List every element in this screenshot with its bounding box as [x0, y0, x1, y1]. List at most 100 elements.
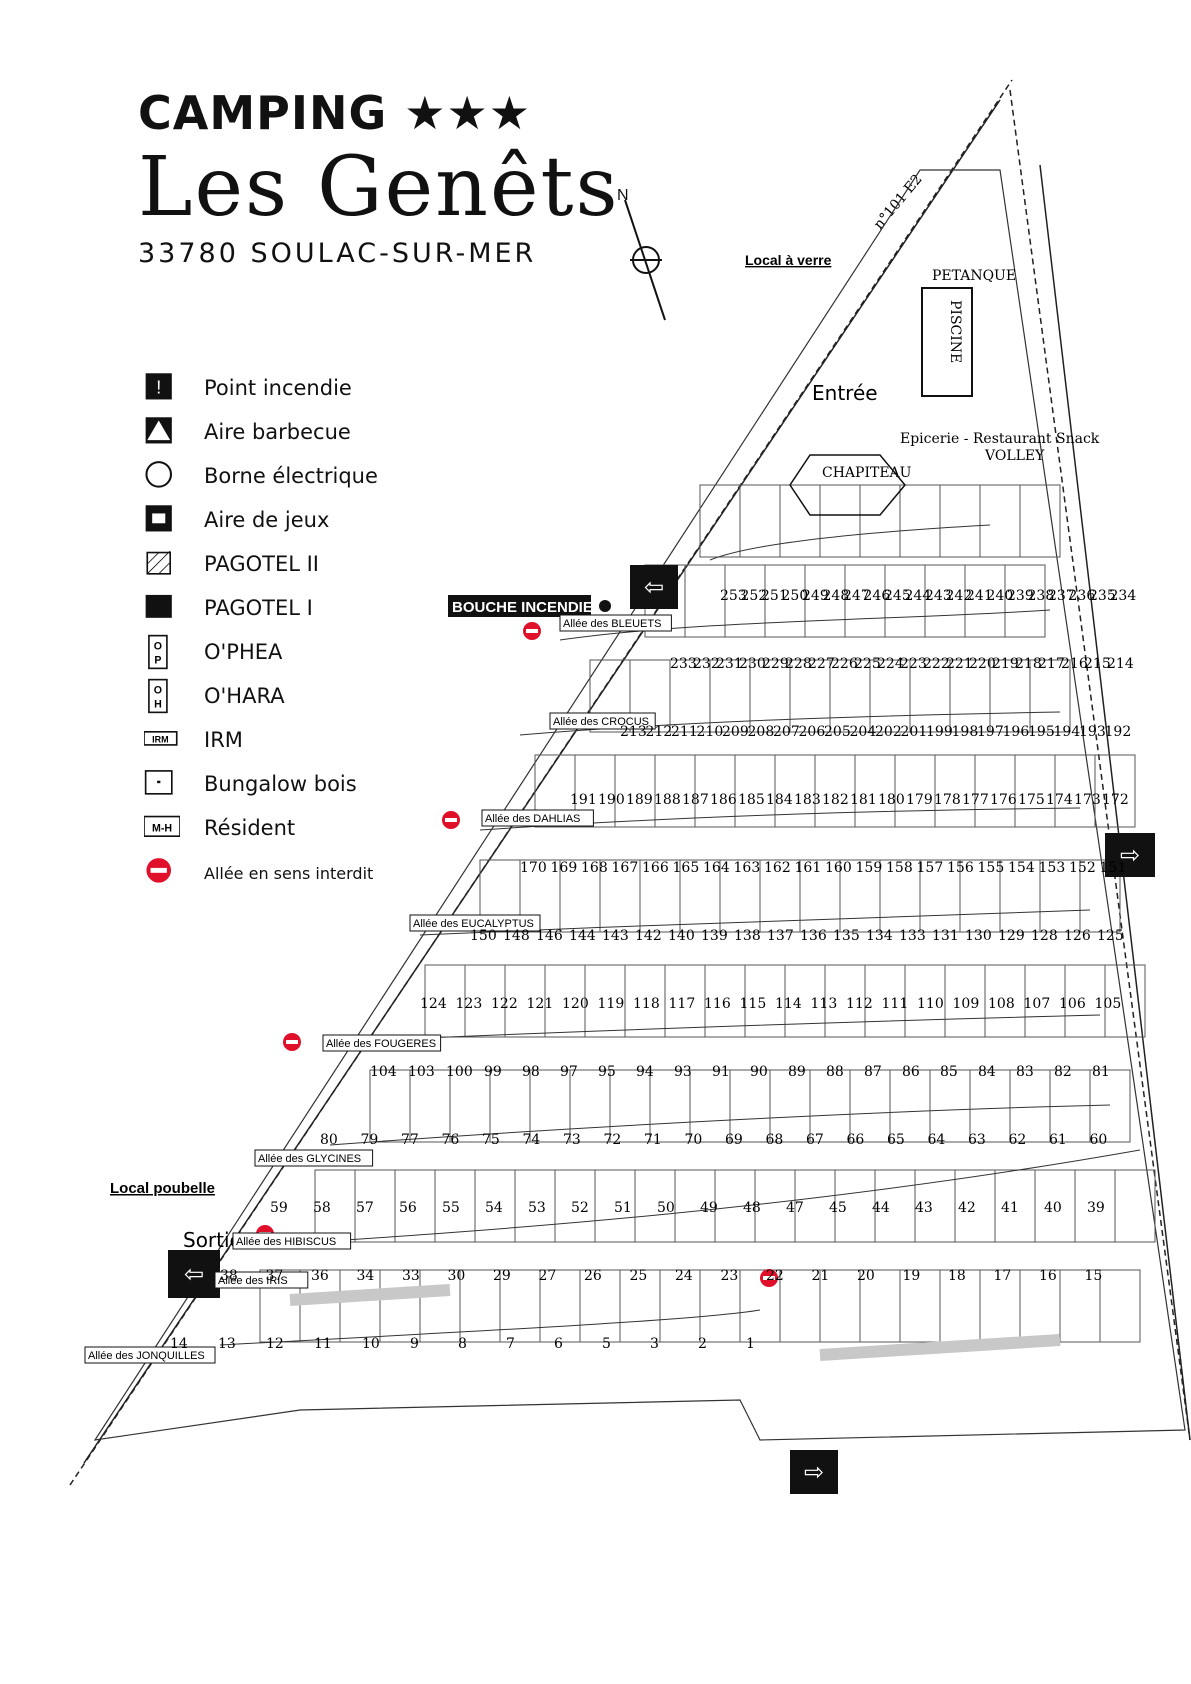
lot-number: 115 — [740, 996, 767, 1012]
lot-number: 10 — [362, 1336, 380, 1352]
allee-box — [559, 614, 672, 632]
volley-label: VOLLEY — [984, 448, 1045, 464]
lot-number: 54 — [485, 1200, 503, 1216]
lot-number: 140 — [668, 928, 695, 944]
lot-number: 231 — [716, 656, 743, 672]
legend-row: PAGOTEL II — [144, 544, 444, 588]
lot-number: 97 — [560, 1064, 578, 1080]
lot-number: 246 — [864, 588, 891, 604]
lot-number: 210 — [697, 724, 724, 740]
playground-icon — [145, 505, 172, 532]
lot-number: 148 — [503, 928, 530, 944]
lot-number: 80 — [320, 1132, 338, 1148]
lot-number: 211 — [671, 724, 698, 740]
lot-number: 37 — [266, 1268, 284, 1284]
svg-text:!: ! — [156, 378, 161, 398]
allee-label: Allée des DAHLIAS — [485, 813, 580, 825]
lot-number: 199 — [926, 724, 953, 740]
black-square-icon — [145, 594, 172, 618]
lot-number: 244 — [905, 588, 932, 604]
allee-box — [254, 1149, 374, 1167]
lot-number: 7 — [506, 1336, 515, 1352]
lot-number: 116 — [704, 996, 731, 1012]
lot-number: 20 — [857, 1268, 875, 1284]
legend-label: PAGOTEL II — [204, 552, 319, 576]
lot-number: 234 — [1110, 588, 1137, 604]
chapiteau-label: CHAPITEAU — [822, 465, 912, 481]
lot-number: 155 — [978, 860, 1005, 876]
lot-number: 76 — [442, 1132, 460, 1148]
lot-number: 163 — [734, 860, 761, 876]
lot-number: 16 — [1039, 1268, 1057, 1284]
lot-number: 41 — [1001, 1200, 1019, 1216]
lot-number: 161 — [795, 860, 822, 876]
ophea-icon: OP — [148, 634, 168, 670]
lot-number: 194 — [1054, 724, 1081, 740]
lot-number: 125 — [1097, 928, 1124, 944]
legend-row: Aire barbecue — [144, 412, 444, 456]
lot-number: 218 — [1015, 656, 1042, 672]
lot-number: 248 — [823, 588, 850, 604]
lot-number: 49 — [700, 1200, 718, 1216]
epicerie-label: Epicerie - Restaurant Snack — [900, 431, 1100, 447]
lot-number: 47 — [786, 1200, 804, 1216]
lot-number: 98 — [522, 1064, 540, 1080]
lot-number: 169 — [551, 860, 578, 876]
lot-number: 193 — [1079, 724, 1106, 740]
lot-number: 151 — [1100, 860, 1127, 876]
lot-number: 50 — [657, 1200, 675, 1216]
allee-box — [481, 809, 594, 827]
lot-number: 57 — [356, 1200, 374, 1216]
local-poubelle-label: Local poubelle — [110, 1180, 215, 1197]
petanque-label: PETANQUE — [932, 268, 1016, 284]
lot-number: 73 — [563, 1132, 581, 1148]
lot-number: 110 — [917, 996, 944, 1012]
lot-number: 95 — [598, 1064, 616, 1080]
svg-text:⇨: ⇨ — [1120, 842, 1140, 869]
lot-number: 216 — [1061, 656, 1088, 672]
allee-box — [232, 1232, 352, 1250]
electric-terminal-icon — [145, 461, 173, 488]
lot-number: 217 — [1038, 656, 1065, 672]
lot-number: 134 — [866, 928, 893, 944]
lot-number: 84 — [978, 1064, 996, 1080]
lot-number: 243 — [925, 588, 952, 604]
lot-number: 40 — [1044, 1200, 1062, 1216]
lot-number: 51 — [614, 1200, 632, 1216]
lot-number: 8 — [458, 1336, 467, 1352]
lot-number: 123 — [456, 996, 483, 1012]
lot-number: 168 — [581, 860, 608, 876]
lot-number: 88 — [826, 1064, 844, 1080]
lot-number: 184 — [766, 792, 793, 808]
lot-number: 44 — [872, 1200, 890, 1216]
lot-number: 126 — [1064, 928, 1091, 944]
lot-number: 238 — [1028, 588, 1055, 604]
allee-label: Allée des IRIS — [218, 1275, 288, 1287]
lot-number: 165 — [673, 860, 700, 876]
lot-number: 229 — [762, 656, 789, 672]
campsite-name: Les Genêts — [138, 140, 620, 235]
lot-number: 220 — [969, 656, 996, 672]
sortie-label: Sortie — [183, 1228, 242, 1252]
grey-walkway — [289, 1284, 451, 1306]
lot-number: 162 — [764, 860, 791, 876]
lot-number: 182 — [822, 792, 849, 808]
lot-number: 48 — [743, 1200, 761, 1216]
legend-label: O'HARA — [204, 684, 285, 708]
lot-number: 39 — [1087, 1200, 1105, 1216]
lot-number: 104 — [370, 1064, 397, 1080]
allee-box — [549, 712, 656, 730]
lot-number: 240 — [987, 588, 1014, 604]
lot-number: 100 — [446, 1064, 473, 1080]
allee-box — [214, 1271, 309, 1289]
allee-label: Allée des HIBISCUS — [236, 1236, 336, 1248]
lot-number: 137 — [767, 928, 794, 944]
svg-text:⇦: ⇦ — [644, 574, 664, 601]
lot-number: 34 — [357, 1268, 375, 1284]
lot-number: 235 — [1089, 588, 1116, 604]
lot-number: 52 — [571, 1200, 589, 1216]
svg-text:M-H: M-H — [152, 822, 172, 834]
